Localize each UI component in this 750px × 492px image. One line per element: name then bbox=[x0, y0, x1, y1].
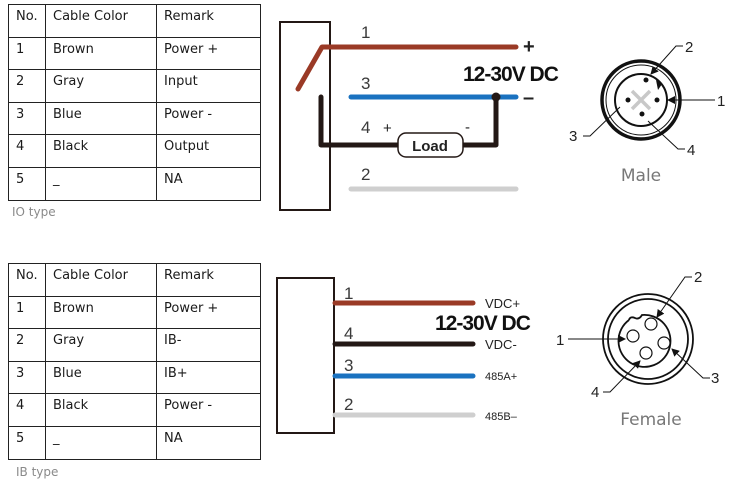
cell-color: _ bbox=[45, 166, 157, 201]
female-pin-label: 3 bbox=[711, 370, 719, 387]
ib-pin-table: No. Cable Color Remark 1 Brown Power + 2… bbox=[8, 263, 261, 460]
table-header-row: No. Cable Color Remark bbox=[8, 263, 261, 297]
ib-wire-number: 1 bbox=[344, 284, 353, 303]
io-wiring-diagram: Load + - 1 3 4 2 + – 12-30V DC bbox=[279, 21, 560, 211]
ib-wiring-diagram: 1 4 3 2 VDC+ VDC- 485A+ 485B– 12-30V DC bbox=[276, 277, 532, 434]
female-pin-1 bbox=[626, 329, 640, 343]
female-pin-3-leader bbox=[671, 348, 710, 379]
cell-color: Gray bbox=[45, 69, 157, 103]
ib-signal-label: VDC+ bbox=[485, 296, 520, 311]
female-pin-label: 4 bbox=[591, 384, 599, 401]
male-pin-3 bbox=[625, 97, 631, 103]
io-wire-number: 3 bbox=[361, 74, 370, 93]
female-pin-label: 2 bbox=[694, 269, 702, 286]
cell-remark: Power + bbox=[156, 36, 261, 71]
table-row: 3 Blue IB+ bbox=[8, 360, 261, 395]
table-header-row: No. Cable Color Remark bbox=[8, 4, 261, 38]
io-junction-dot bbox=[491, 92, 501, 102]
ib-wire-number: 2 bbox=[344, 395, 353, 414]
male-pin-4 bbox=[639, 111, 645, 117]
male-connector: 1 2 3 4 Male bbox=[569, 39, 725, 186]
ib-wire-number: 3 bbox=[344, 356, 353, 375]
io-wire-number: 4 bbox=[361, 118, 370, 137]
table-row: 4 Black Output bbox=[8, 134, 261, 168]
cell-color: Blue bbox=[45, 101, 157, 136]
ib-wire-number: 4 bbox=[344, 324, 353, 343]
table-row: 1 Brown Power + bbox=[8, 295, 261, 330]
io-wire-number: 1 bbox=[361, 23, 370, 42]
io-type-caption: IO type bbox=[12, 205, 56, 219]
ib-signal-label: 485B– bbox=[485, 411, 518, 423]
cell-no: 1 bbox=[8, 295, 46, 330]
io-voltage-label: 12-30V DC bbox=[463, 63, 559, 86]
cell-remark: Power - bbox=[156, 101, 261, 136]
table-row: 4 Black Power - bbox=[8, 393, 261, 427]
male-pin-label: 1 bbox=[717, 93, 725, 110]
female-pin-4-leader bbox=[603, 360, 641, 393]
io-wire-black-return bbox=[459, 94, 499, 148]
io-wire-brown bbox=[295, 44, 519, 92]
table-row: 1 Brown Power + bbox=[8, 36, 261, 71]
cell-no: 5 bbox=[8, 166, 46, 201]
ib-type-caption: IB type bbox=[16, 465, 59, 479]
male-pin-2 bbox=[643, 77, 649, 83]
male-pin-2-leader bbox=[650, 45, 683, 75]
io-wire-black bbox=[318, 94, 402, 148]
cell-remark: Input bbox=[156, 69, 261, 103]
female-inner-face bbox=[617, 314, 672, 368]
table-row: 5 _ NA bbox=[8, 425, 261, 460]
male-pin-1 bbox=[654, 97, 660, 103]
ib-voltage-label: 12-30V DC bbox=[435, 312, 531, 335]
male-key-notch bbox=[656, 80, 662, 90]
io-load-box bbox=[397, 132, 464, 158]
io-plus-sign: + bbox=[523, 36, 535, 58]
cell-remark: Power - bbox=[156, 393, 261, 427]
header-remark: Remark bbox=[156, 263, 261, 297]
female-connector-label: Female bbox=[620, 410, 681, 430]
ib-signal-label: VDC- bbox=[485, 337, 517, 352]
cell-remark: Power + bbox=[156, 295, 261, 330]
female-connector: 1 2 3 4 Female bbox=[556, 269, 719, 430]
female-pin-label: 1 bbox=[556, 332, 564, 349]
cell-remark: NA bbox=[156, 425, 261, 460]
female-pin-2-leader bbox=[656, 276, 692, 318]
cell-color: Brown bbox=[45, 295, 157, 330]
io-load-plus: + bbox=[383, 120, 392, 137]
cell-color: _ bbox=[45, 425, 157, 460]
header-no: No. bbox=[8, 263, 46, 297]
table-row: 2 Gray Input bbox=[8, 69, 261, 103]
male-pin-4-leader bbox=[647, 120, 685, 150]
cell-no: 1 bbox=[8, 36, 46, 71]
cell-no: 5 bbox=[8, 425, 46, 460]
ib-signal-label: 485A+ bbox=[485, 371, 517, 383]
male-connector-label: Male bbox=[621, 166, 661, 186]
female-pin-3 bbox=[657, 336, 671, 350]
female-pin-4 bbox=[639, 346, 653, 360]
male-pin-3-leader bbox=[583, 106, 621, 137]
cell-no: 2 bbox=[8, 328, 46, 362]
cell-remark: NA bbox=[156, 166, 261, 201]
cell-color: Brown bbox=[45, 36, 157, 71]
male-pin-label: 3 bbox=[569, 128, 577, 145]
io-load-minus: - bbox=[465, 119, 470, 136]
io-wire-number: 2 bbox=[361, 165, 370, 184]
cell-no: 4 bbox=[8, 134, 46, 168]
header-cable-color: Cable Color bbox=[45, 4, 157, 38]
cell-color: Black bbox=[45, 134, 157, 168]
cell-remark: Output bbox=[156, 134, 261, 168]
io-pin-table: No. Cable Color Remark 1 Brown Power + 2… bbox=[8, 4, 261, 201]
male-pin-label: 2 bbox=[685, 39, 693, 56]
io-load-label: Load bbox=[412, 138, 448, 155]
header-no: No. bbox=[8, 4, 46, 38]
cell-no: 4 bbox=[8, 393, 46, 427]
male-pin-label: 4 bbox=[687, 142, 695, 159]
io-sensor-body bbox=[279, 21, 331, 211]
io-minus-sign: – bbox=[523, 87, 534, 109]
cell-no: 2 bbox=[8, 69, 46, 103]
table-row: 3 Blue Power - bbox=[8, 101, 261, 136]
ib-sensor-body bbox=[276, 277, 335, 434]
table-row: 5 _ NA bbox=[8, 166, 261, 201]
female-pin-2 bbox=[644, 317, 658, 331]
